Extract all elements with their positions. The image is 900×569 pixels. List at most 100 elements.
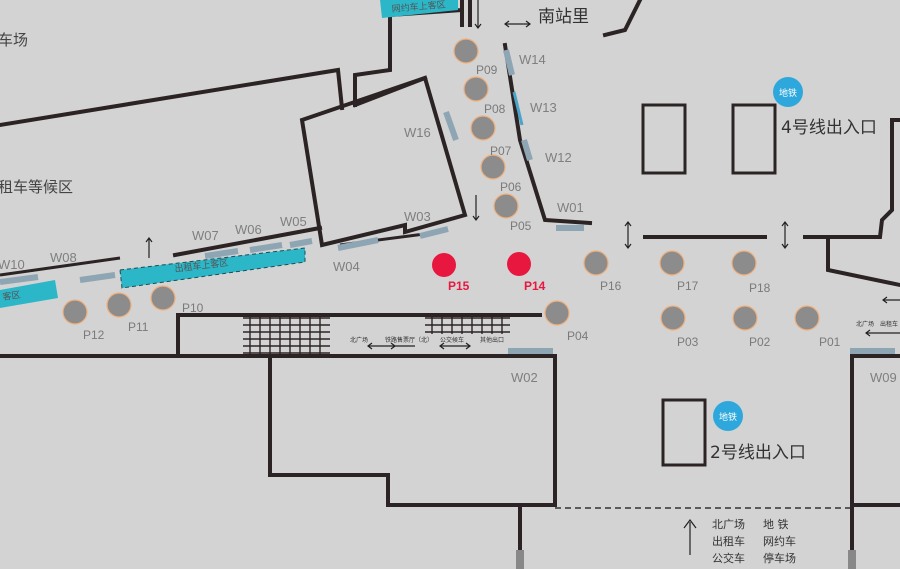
metro-badge-line2-label: 地铁 <box>719 411 737 423</box>
taxi-pickup-zone <box>120 248 305 288</box>
right-strip-north-plaza: 北广场 <box>856 320 874 328</box>
pole-p18-marker <box>731 250 757 276</box>
poles <box>62 38 820 331</box>
pole-p12-marker <box>62 299 88 325</box>
door-label-w07: W07 <box>192 228 219 243</box>
pole-label-p15: P15 <box>448 279 470 293</box>
strip-label-bus: 公交候车 <box>440 336 464 344</box>
door-label-w06: W06 <box>235 222 262 237</box>
line4-entrance-box-right <box>731 103 777 175</box>
left-partial-zone-label: 客区 <box>2 289 22 303</box>
direction-rideshare: 网约车 <box>763 534 796 548</box>
door-label-w08: W08 <box>50 250 77 265</box>
pole-label-p14: P14 <box>524 279 546 293</box>
door-bar-w07 <box>204 248 239 259</box>
pole-label-p04: P04 <box>567 329 589 343</box>
door-bar-w10 <box>0 274 39 285</box>
top-rideshare-label: 网约车上客区 <box>391 0 446 15</box>
direction-metro: 地 铁 <box>763 518 789 531</box>
door-bar-w06 <box>249 242 283 253</box>
metro-badge-line2 <box>713 401 743 431</box>
corridor-wall-right <box>502 42 593 226</box>
left-partial-zone <box>0 280 58 308</box>
door-label-w10: W10 <box>0 257 25 272</box>
pole-label-p06: P06 <box>500 180 522 194</box>
pole-p15-marker[interactable] <box>432 253 456 277</box>
pole-label-p03: P03 <box>677 335 699 349</box>
arrows <box>145 0 900 555</box>
pole-p01-marker <box>794 305 820 331</box>
door-label-w14: W14 <box>519 52 546 67</box>
right-lower-building <box>850 354 900 507</box>
pole-p09-marker <box>453 38 479 64</box>
line2-exit-label: 2号线出入口 <box>710 443 806 463</box>
corridor-wall-east <box>803 118 900 239</box>
pole-label-p11: P11 <box>128 320 149 334</box>
stairs-right <box>425 316 510 334</box>
top-right-stub <box>602 0 643 38</box>
pole-label-p08: P08 <box>484 102 506 116</box>
door-label-w13: W13 <box>530 100 557 115</box>
pole-label-p02: P02 <box>749 335 771 349</box>
pole-label-p01: P01 <box>819 335 841 349</box>
pole-p07-marker <box>470 115 496 141</box>
door-bar-w08 <box>79 272 116 283</box>
bottom-post-left-base <box>516 550 524 569</box>
door-label-w09: W09 <box>870 370 897 385</box>
pole-labels: P09 P08 P07 P06 P05 P16 P17 P18 P04 P03 … <box>83 63 841 349</box>
top-street-label: 南站里 <box>538 7 589 27</box>
central-building <box>299 75 468 248</box>
strip-label-north-plaza: 北广场 <box>350 336 368 344</box>
door-label-w04: W04 <box>333 259 360 274</box>
pole-p14-marker[interactable] <box>507 252 531 276</box>
line4-exit-label: 4号线出入口 <box>781 118 877 138</box>
taxi-zone-wall-left <box>0 256 121 277</box>
metro-badge-line4-label: 地铁 <box>779 87 797 99</box>
door-bar-w13 <box>512 91 524 126</box>
taxi-zone-wall-upper <box>172 225 323 258</box>
direction-taxi: 出租车 <box>712 534 745 548</box>
bottom-post-right-base <box>848 550 856 569</box>
pole-p05-marker <box>493 193 519 219</box>
door-bar-w05 <box>289 238 313 248</box>
strip-label-other: 其他出口 <box>480 336 504 344</box>
taxi-waiting-label: 租车等候区 <box>0 178 73 196</box>
door-label-w05: W05 <box>280 214 307 229</box>
door-bar-w03 <box>419 226 449 239</box>
door-labels: W14 W13 W12 W16 W01 W03 W05 W06 W07 W08 … <box>0 52 897 385</box>
direction-north-plaza: 北广场 <box>712 517 745 531</box>
central-stub <box>353 0 464 107</box>
strip-label-ticket-hall: 铁路售票厅（北） <box>385 336 433 344</box>
direction-parking: 停车场 <box>763 551 796 565</box>
door-bar-w12 <box>521 139 533 161</box>
pole-label-p10: P10 <box>182 301 204 315</box>
pole-p08-marker <box>463 76 489 102</box>
pole-label-p16: P16 <box>600 279 622 293</box>
stairs-left <box>243 316 330 356</box>
door-label-w01: W01 <box>557 200 584 215</box>
pole-label-p09: P09 <box>476 63 498 77</box>
pole-label-p05: P05 <box>510 219 532 233</box>
pole-label-p18: P18 <box>749 281 771 295</box>
left-parking-partial-label: 车场 <box>0 31 28 49</box>
east-stub <box>826 235 900 288</box>
line4-entrance-box-left <box>641 103 687 175</box>
door-label-w16: W16 <box>404 125 431 140</box>
lower-building <box>268 354 557 507</box>
door-bar-w14 <box>503 49 515 76</box>
lower-platform-top <box>176 313 542 358</box>
door-label-w12: W12 <box>545 150 572 165</box>
pole-p16-marker <box>583 250 609 276</box>
pole-p17-marker <box>659 250 685 276</box>
pole-p02-marker <box>732 305 758 331</box>
pole-label-p07: P07 <box>490 144 512 158</box>
line2-entrance-box <box>661 398 707 467</box>
door-bar-w16 <box>443 110 459 142</box>
door-label-w02: W02 <box>511 370 538 385</box>
pole-p03-marker <box>660 305 686 331</box>
pole-p10-marker <box>150 285 176 311</box>
pole-p06-marker <box>480 154 506 180</box>
metro-badge-line4 <box>773 77 803 107</box>
pole-label-p12: P12 <box>83 328 105 342</box>
